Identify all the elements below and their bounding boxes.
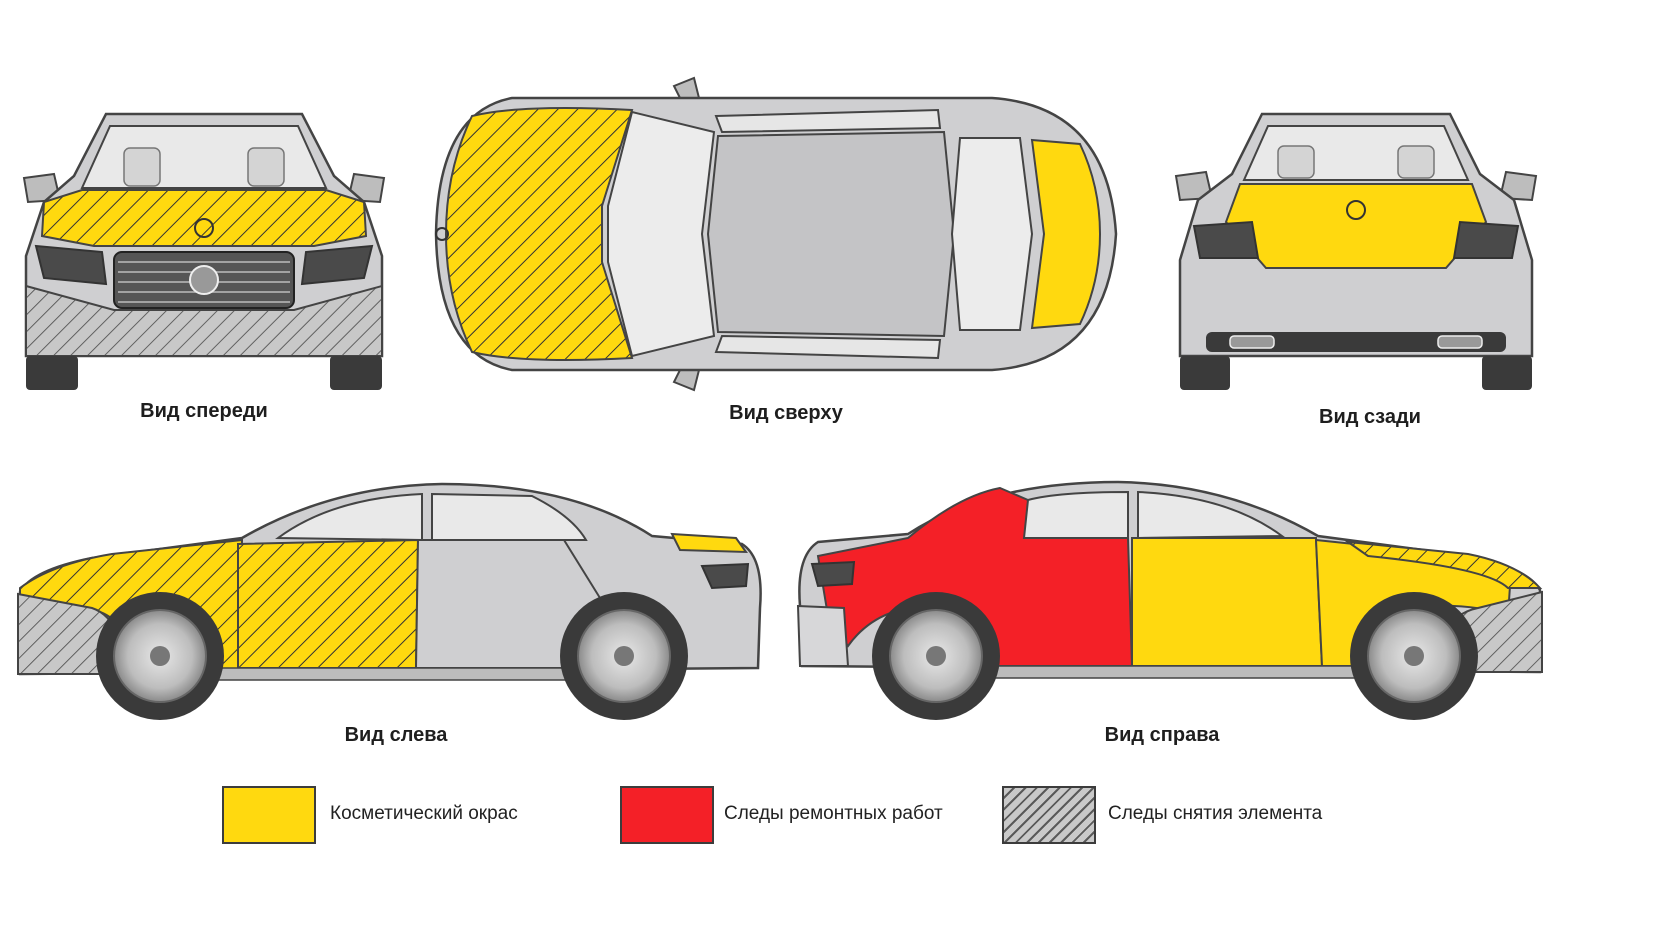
exhaust-right	[1437, 335, 1483, 349]
top-view-caption: Вид сверху	[729, 402, 843, 424]
rear-left-tyre	[1180, 356, 1230, 390]
legend-swatch-cosmetic-paint	[222, 786, 316, 844]
right-front-window	[1137, 490, 1285, 540]
top-side-window-lower	[714, 334, 942, 360]
front-left-tyre	[26, 356, 78, 390]
top-side-window-upper	[714, 108, 942, 134]
right-sill	[967, 665, 1389, 679]
right-view	[788, 476, 1548, 724]
left-rear-window	[431, 492, 588, 541]
right-headlight	[300, 244, 374, 286]
left-tail-light	[1192, 220, 1260, 259]
emblem-icon	[435, 227, 449, 241]
left-headlight	[34, 244, 108, 286]
trunk-lid-cosmetic	[1224, 183, 1488, 269]
legend-label-cosmetic-paint: Косметический окрас	[330, 803, 518, 824]
rear-view	[1166, 110, 1546, 400]
front-bumper-removal	[25, 284, 383, 357]
right-rear-window	[1022, 490, 1129, 539]
left-tail-light	[700, 562, 750, 590]
rear-diffuser	[1206, 332, 1506, 352]
right-hood-cosmetic-removal	[1344, 540, 1543, 589]
left-front-window	[275, 492, 423, 542]
front-view	[14, 106, 394, 396]
top-roof	[706, 130, 956, 338]
legend-swatch-removal	[1002, 786, 1096, 844]
legend-swatch-repair	[620, 786, 714, 844]
left-sill	[171, 667, 593, 681]
left-front-door-cosmetic-removal	[237, 538, 420, 669]
top-view	[432, 76, 1122, 392]
top-rear-window	[950, 137, 1034, 331]
windshield	[80, 125, 328, 189]
front-right-tyre	[330, 356, 382, 390]
right-tail-light	[810, 560, 856, 588]
right-rear-bumper	[796, 604, 850, 667]
trunk-top-cosmetic	[1030, 138, 1102, 330]
top-windshield	[607, 110, 716, 358]
exhaust-left	[1229, 335, 1275, 349]
right-tail-light	[1452, 220, 1520, 259]
emblem-icon	[1346, 200, 1366, 220]
front-view-caption: Вид спереди	[140, 400, 268, 422]
right-front-door-cosmetic	[1131, 537, 1324, 667]
right-view-caption: Вид справа	[1104, 724, 1220, 746]
rear-view-caption: Вид сзади	[1319, 406, 1421, 428]
legend-label-repair: Следы ремонтных работ	[724, 803, 943, 824]
legend-label-removal: Следы снятия элемента	[1108, 803, 1323, 824]
left-trunk-cosmetic	[670, 532, 748, 554]
hood-top-cosmetic-removal	[444, 107, 634, 361]
rear-right-tyre	[1482, 356, 1532, 390]
left-view-caption: Вид слева	[344, 724, 448, 746]
left-view	[12, 478, 772, 724]
emblem-icon	[194, 218, 214, 238]
